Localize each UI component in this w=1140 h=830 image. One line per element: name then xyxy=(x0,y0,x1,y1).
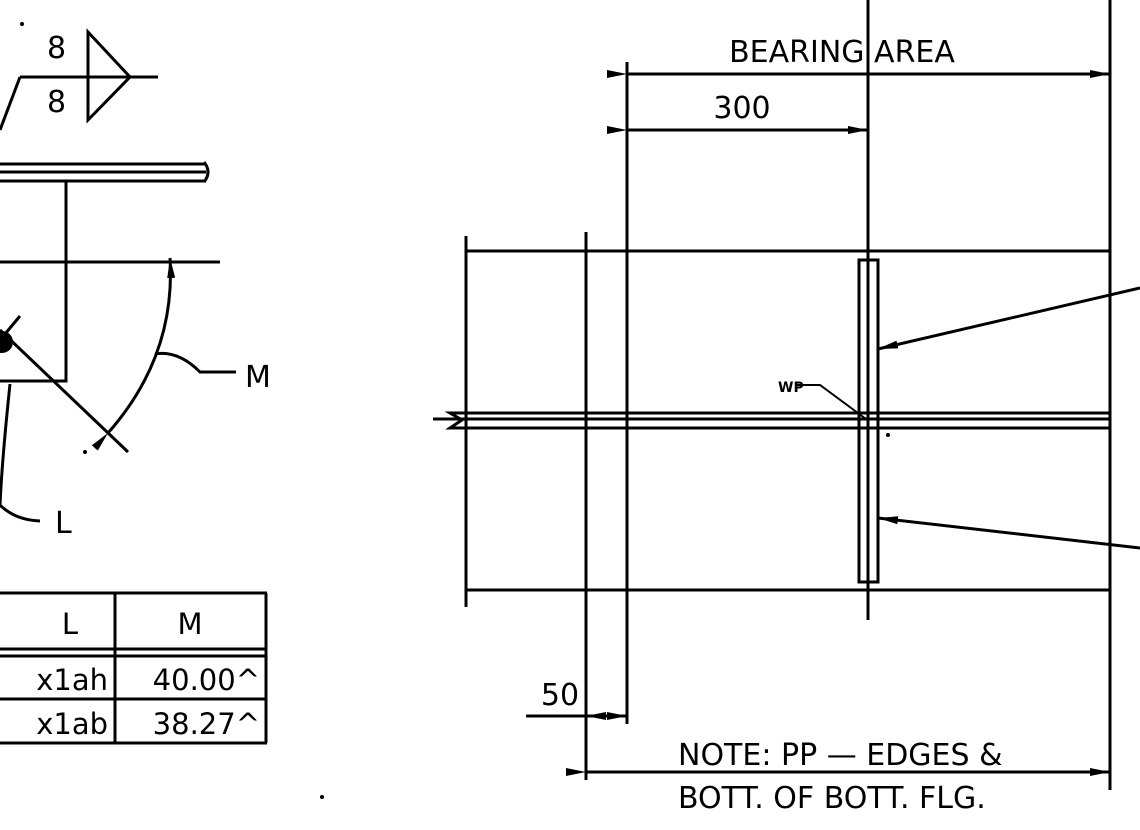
weld-symbol: 8 8 xyxy=(0,28,158,131)
work-point-leader xyxy=(796,384,867,420)
table-cell: 38.27^ xyxy=(153,707,260,741)
dim-50-label: 50 xyxy=(541,678,579,713)
leader-l xyxy=(0,383,41,523)
table-cell: x1ah xyxy=(36,663,108,697)
section-outline xyxy=(0,181,68,383)
left-detail: 8 8 M L xyxy=(0,22,324,799)
note-line-1: NOTE: PP — EDGES & xyxy=(678,738,1002,773)
stiffener-leader-bottom xyxy=(877,516,1140,550)
table-cell: x1ab xyxy=(36,707,108,741)
beam-web xyxy=(433,411,1110,430)
angle-label-l: L xyxy=(55,506,72,541)
stiffener xyxy=(857,258,880,584)
note-line-2: BOTT. OF BOTT. FLG. xyxy=(678,781,986,816)
stiffener-leader-top xyxy=(877,286,1140,351)
leader-m xyxy=(154,351,236,374)
table-cell: 40.00^ xyxy=(153,663,260,697)
dim-300-label: 300 xyxy=(713,91,770,126)
angle-label-m: M xyxy=(245,360,271,395)
work-point-label: WP xyxy=(778,380,804,396)
right-detail: WP BEARING AREA 300 50 NOTE: PP — EDGES … xyxy=(433,0,1140,816)
weld-size-top: 8 xyxy=(47,31,66,66)
work-point-dot xyxy=(0,331,13,353)
weld-size-bottom: 8 xyxy=(47,85,66,120)
table-header-l: L xyxy=(62,607,78,641)
bearing-area-label: BEARING AREA xyxy=(729,35,955,70)
table-header-m: M xyxy=(177,607,202,641)
angle-arc-m xyxy=(91,257,176,451)
angle-table: L M x1ah 40.00^ x1ab 38.27^ xyxy=(0,591,268,745)
top-plate xyxy=(0,161,210,183)
